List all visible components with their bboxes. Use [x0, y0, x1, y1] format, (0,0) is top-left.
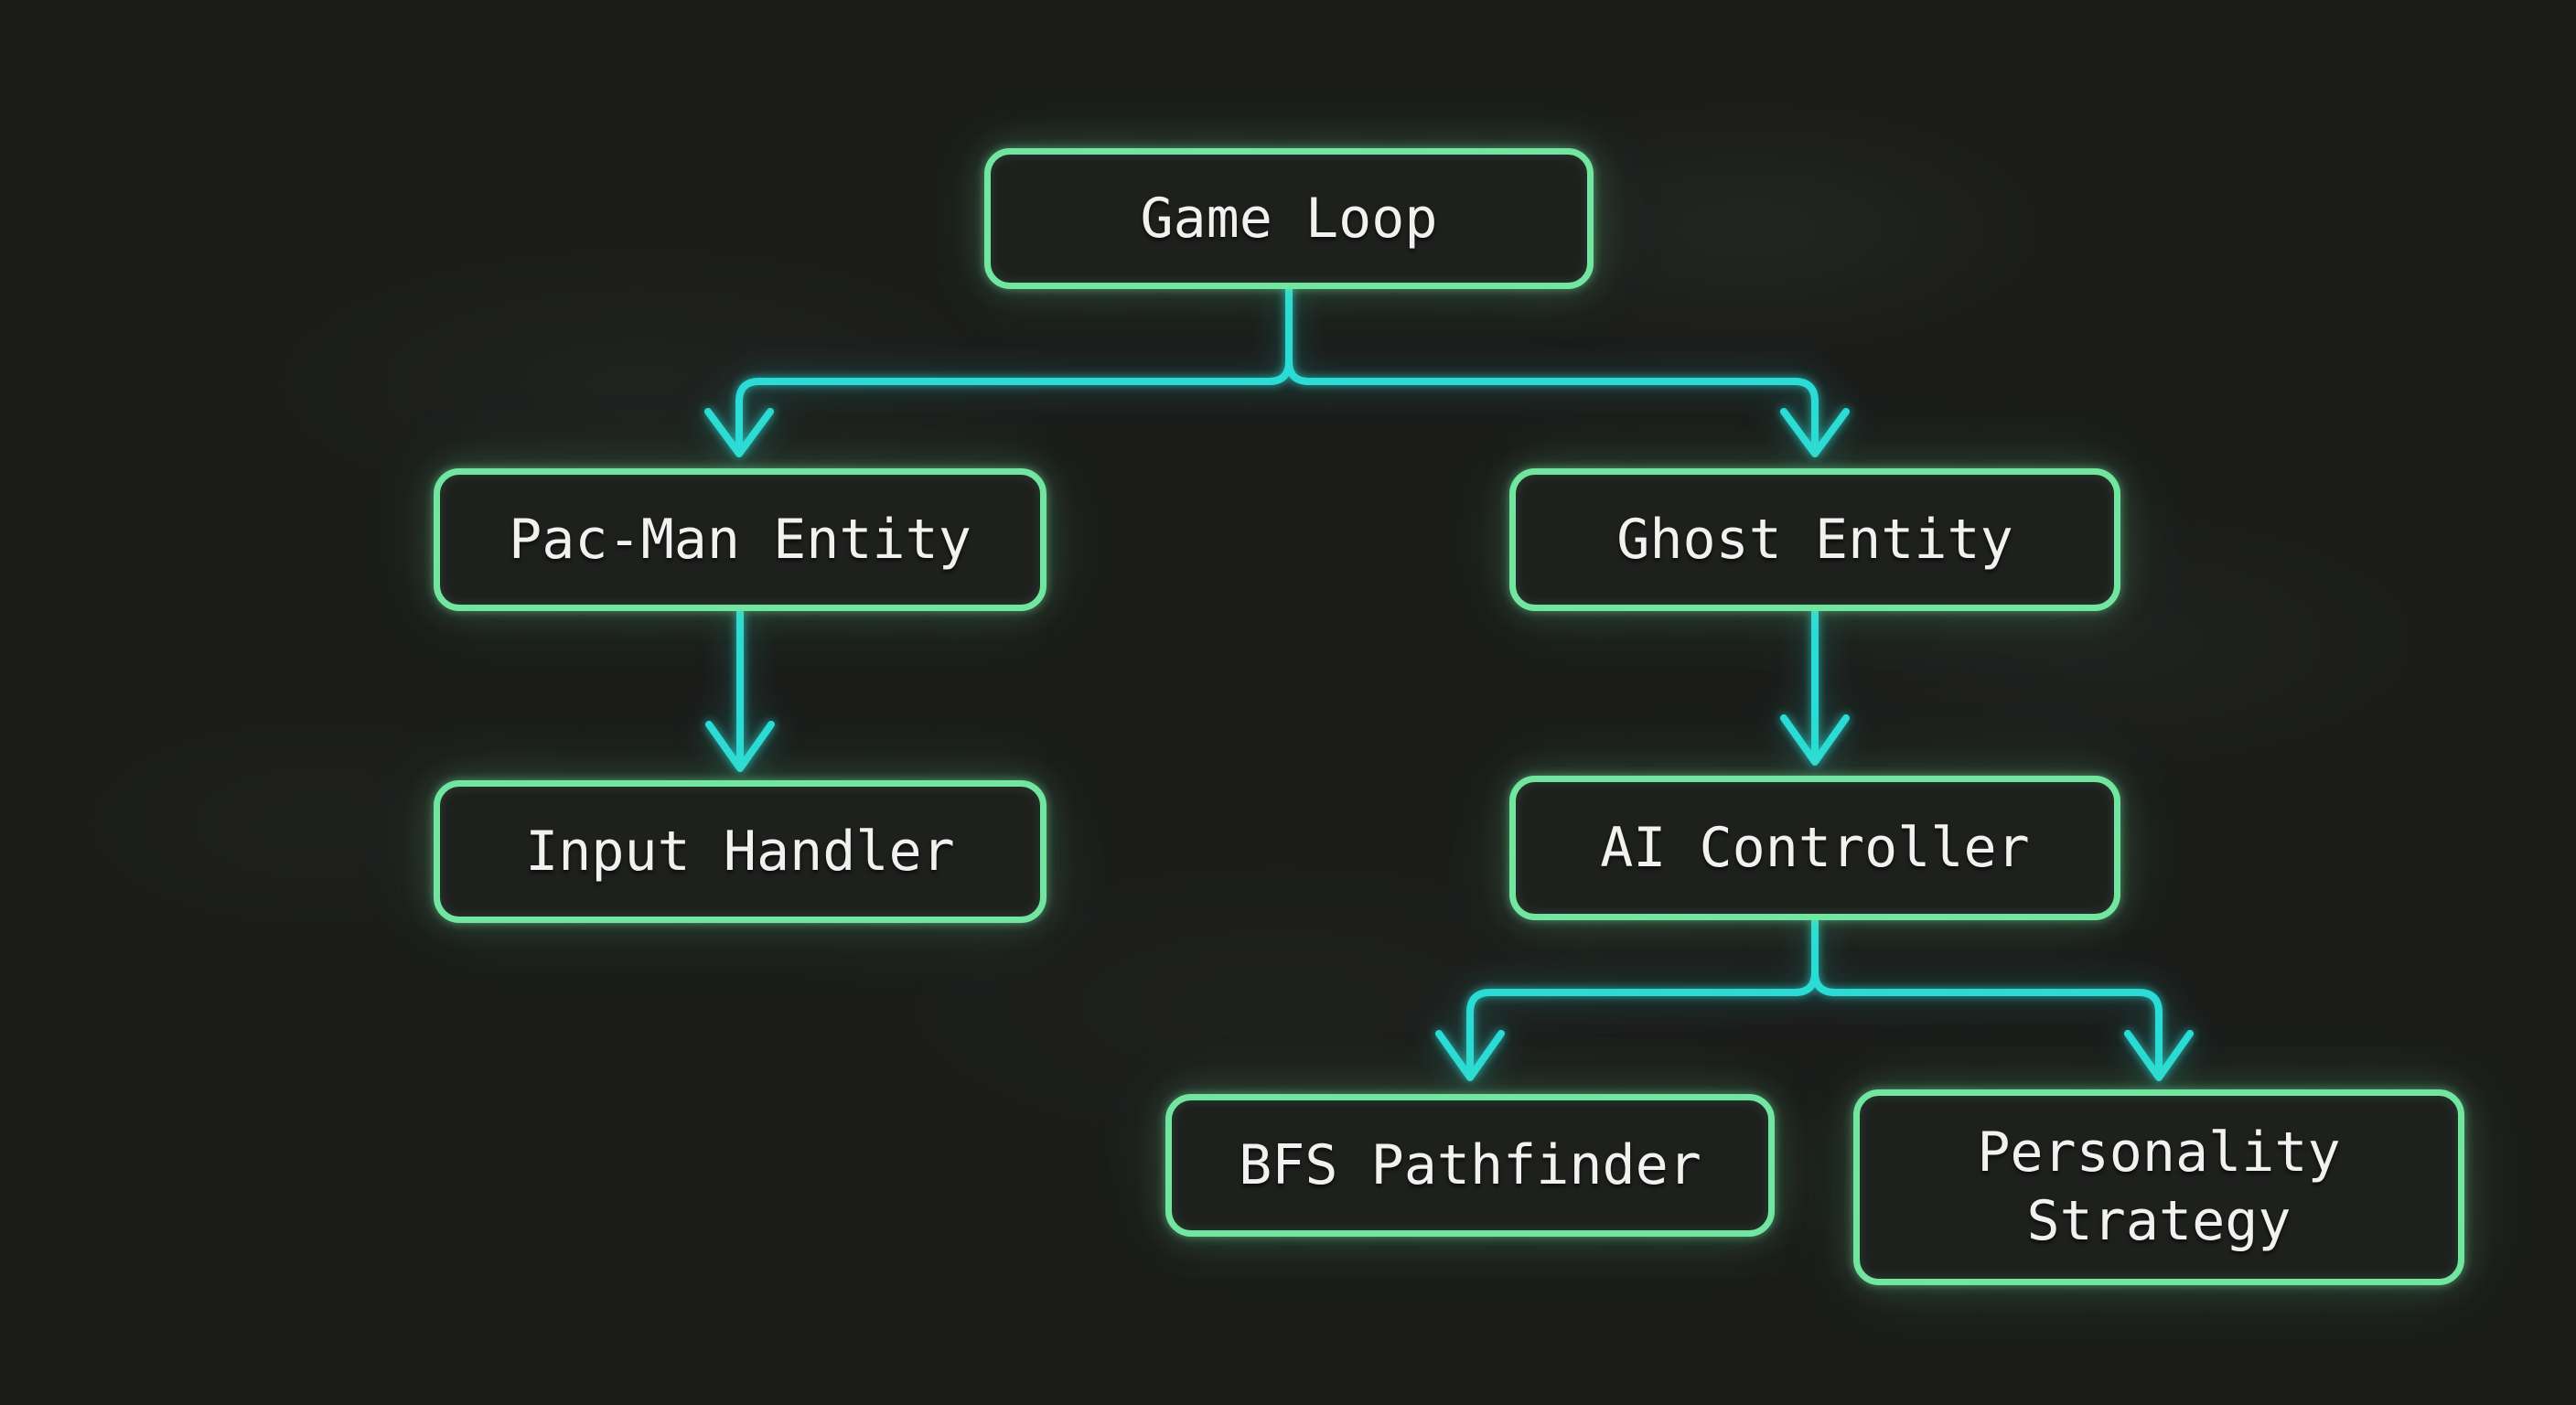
arrowhead-down-icon [2124, 1030, 2194, 1081]
node-label: Personality Strategy [1977, 1121, 2341, 1253]
node-label: AI Controller [1600, 815, 2030, 880]
arrowhead-down-icon [704, 408, 774, 457]
node-ai-controller: AI Controller [1509, 776, 2120, 920]
node-pacman-entity: Pac-Man Entity [434, 468, 1046, 611]
node-game-loop: Game Loop [984, 148, 1594, 289]
arrowhead-down-icon [1780, 408, 1850, 457]
edge-game-loop-to-pacman-entity [704, 284, 1293, 457]
arrowhead-down-icon [1780, 714, 1850, 766]
connector-line [1285, 284, 1819, 456]
connector-line [1811, 918, 2163, 1079]
node-ghost-entity: Ghost Entity [1509, 468, 2120, 611]
arrowhead-down-icon [1435, 1030, 1505, 1081]
edge-ai-controller-to-bfs-pathfinder [1435, 918, 1819, 1081]
node-label: BFS Pathfinder [1239, 1132, 1701, 1197]
arrowhead-down-icon [705, 721, 775, 772]
node-input-handler: Input Handler [434, 780, 1046, 923]
edge-ai-controller-to-personality-strategy [1811, 918, 2194, 1081]
edge-ghost-entity-to-ai-controller [1780, 609, 1850, 766]
connector-line [735, 284, 1293, 456]
edge-pacman-entity-to-input-handler [705, 609, 775, 772]
connector-line [1466, 918, 1819, 1079]
node-label: Input Handler [525, 819, 955, 884]
node-label: Pac-Man Entity [509, 507, 971, 572]
node-label: Game Loop [1140, 186, 1438, 251]
node-label: Ghost Entity [1616, 507, 2013, 572]
node-bfs-pathfinder: BFS Pathfinder [1165, 1094, 1775, 1237]
edge-game-loop-to-ghost-entity [1285, 284, 1850, 457]
node-personality-strategy: Personality Strategy [1853, 1089, 2464, 1285]
